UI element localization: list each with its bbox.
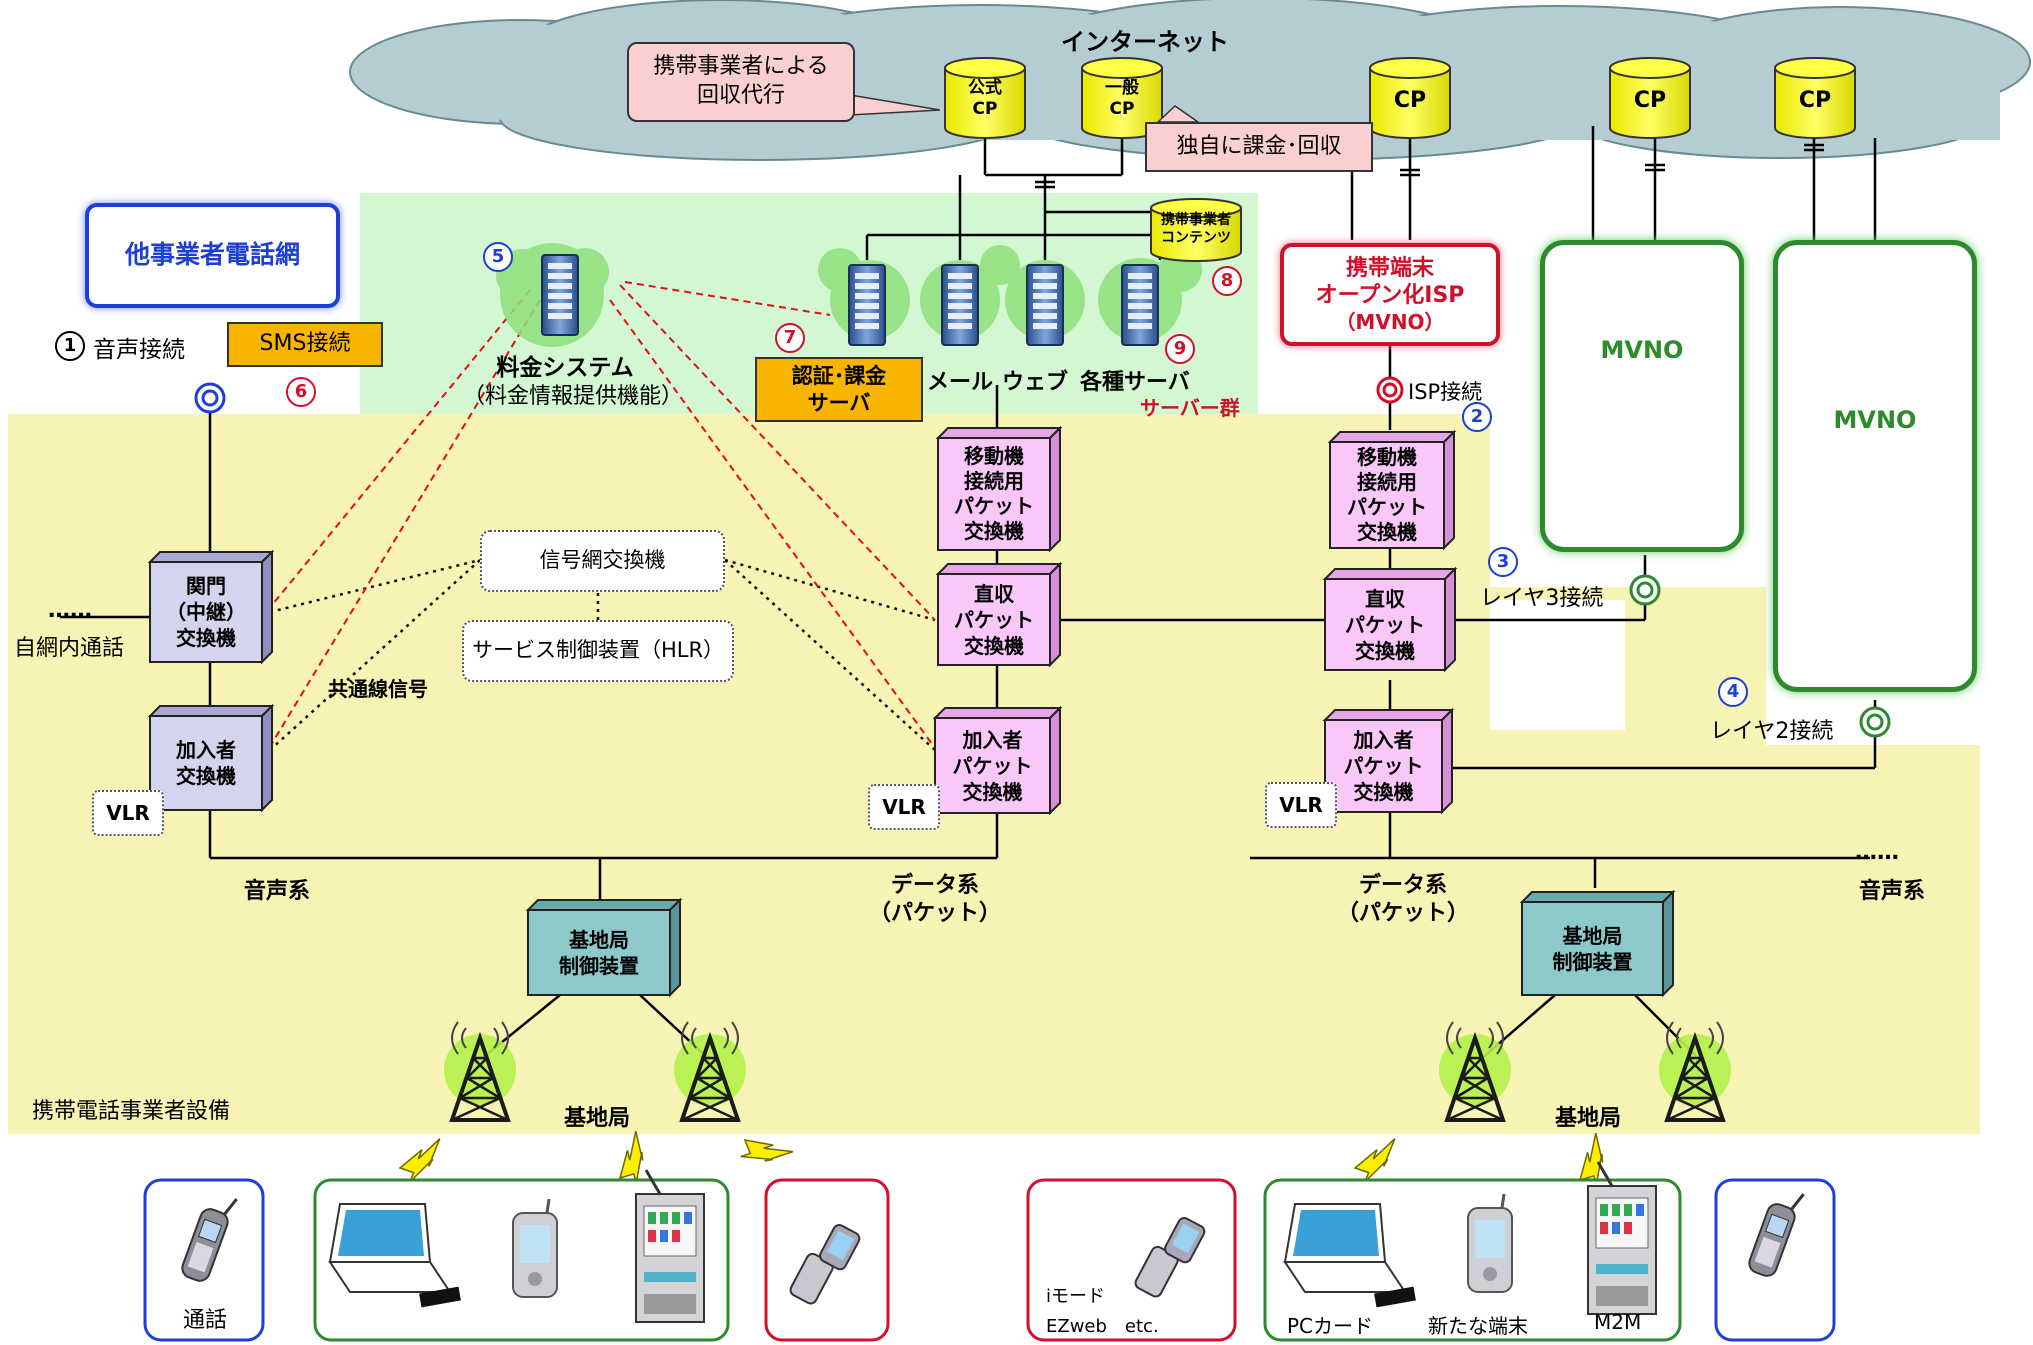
voice-connection-label: 音声接続 xyxy=(93,337,185,363)
direct-packet-switch-label: 直収 パケット 交換機 xyxy=(1345,586,1425,663)
connection-ports xyxy=(194,376,1891,738)
device-frames xyxy=(143,1178,1836,1342)
gateway-switch-box xyxy=(149,561,263,663)
mobile-packet-switch-label: 移動機 接続用 パケット 交換機 xyxy=(954,444,1034,543)
right-dots: …… xyxy=(1855,840,1899,865)
marker-6: 6 xyxy=(286,377,316,407)
radio-signal-icon xyxy=(1349,1137,1405,1185)
marker-8: 8 xyxy=(1212,266,1242,296)
switch-boxes xyxy=(147,425,1676,998)
web-server-rack-icon xyxy=(1026,264,1064,346)
marker-1: 1 xyxy=(55,331,85,361)
marker-3: 3 xyxy=(1488,547,1518,577)
new-terminal-label: 新たな端末 xyxy=(1428,1314,1528,1338)
vlr-box: VLR xyxy=(1265,782,1337,828)
radio-signal-icon xyxy=(394,1137,450,1185)
pda-icon xyxy=(1466,1192,1514,1294)
cp-label: CP xyxy=(1633,88,1667,113)
marker-4: 4 xyxy=(1718,677,1748,707)
general-cp-label: 一般 CP xyxy=(1105,78,1139,120)
billing-system-label: 料金システム xyxy=(496,355,634,381)
server-uplinks xyxy=(865,126,1877,260)
ezweb-label: EZweb etc. xyxy=(1046,1316,1159,1337)
imode-label: iモード xyxy=(1046,1286,1106,1307)
cp-label: CP xyxy=(1393,88,1427,113)
data-system-label: データ系 （パケット） xyxy=(1336,873,1470,926)
web-label: ウェブ xyxy=(1002,370,1069,395)
subscriber-switch-box xyxy=(149,715,263,811)
official-cp-label: 公式 CP xyxy=(968,78,1002,120)
gateway-switch-label: 関門 （中継） 交換機 xyxy=(166,574,246,650)
billing-info-label: （料金情報提供機能） xyxy=(462,384,684,409)
server-group-label: サーバー群 xyxy=(1140,396,1240,420)
common-channel-signal-label: 共通線信号 xyxy=(328,677,428,701)
mvno-box: MVNO xyxy=(1540,240,1744,552)
bs-controller-label: 基地局 制御装置 xyxy=(559,927,639,978)
layer2-connection-label: レイヤ2接続 xyxy=(1710,719,1834,744)
vlr-box: VLR xyxy=(868,784,940,830)
left-dots: …… xyxy=(48,598,92,623)
subscriber-switch-label: 加入者 交換機 xyxy=(176,738,236,788)
collection-callout: 携帯事業者による 回収代行 xyxy=(627,42,855,122)
mail-server-rack-icon xyxy=(941,264,979,346)
bs-controller-label: 基地局 制御装置 xyxy=(1552,923,1633,974)
facility-notch xyxy=(1490,600,1625,730)
cp-label: CP xyxy=(1798,88,1832,113)
data-system-label: データ系 （パケット） xyxy=(868,873,1002,926)
sms-connection-box: SMS接続 xyxy=(227,322,383,367)
signal-network-switch-box: 信号網交換機 xyxy=(480,530,725,592)
carrier-content-label: 携帯事業者 コンテンツ xyxy=(1161,212,1231,246)
pc-card-label: PCカード xyxy=(1287,1314,1374,1338)
other-carrier-network-box: 他事業者電話網 xyxy=(85,203,340,308)
billing-system-rack-icon xyxy=(541,254,579,336)
voice-system-label: 音声系 xyxy=(1858,879,1926,904)
auth-server-rack-icon xyxy=(848,264,886,346)
carrier-facility-label: 携帯電話事業者設備 xyxy=(32,1099,231,1124)
marker-7: 7 xyxy=(775,323,805,353)
internet-title: インターネット xyxy=(1061,28,1229,56)
layer3-connection-label: レイヤ3接続 xyxy=(1480,586,1604,611)
subscriber-packet-switch-label: 加入者 パケット 交換機 xyxy=(1343,728,1424,804)
auth-billing-server-box: 認証･課金 サーバ xyxy=(755,357,923,422)
hlr-box: サービス制御装置（HLR） xyxy=(462,620,734,682)
m2m-label: M2M xyxy=(1594,1310,1642,1334)
voice-system-label: 音声系 xyxy=(243,879,311,904)
marker-2: 2 xyxy=(1462,402,1492,432)
isp-connection-label: ISP接続 xyxy=(1408,380,1483,404)
marker-9: 9 xyxy=(1165,334,1195,364)
isp-label: 携帯端末 オープン化ISP xyxy=(1315,255,1465,309)
mvno-box: MVNO xyxy=(1773,240,1977,692)
carrier-content-cylinder-icon xyxy=(1150,198,1242,262)
pda-icon xyxy=(511,1197,559,1299)
call-label: 通話 xyxy=(182,1308,228,1333)
mobile-packet-switch-label: 移動機 接続用 パケット 交換機 xyxy=(1347,445,1427,544)
base-station-label: 基地局 xyxy=(563,1106,631,1131)
marker-5: 5 xyxy=(483,242,513,272)
own-billing-callout: 独自に課金･回収 xyxy=(1145,122,1373,172)
billing-links xyxy=(267,281,941,756)
vlr-box: VLR xyxy=(92,790,164,836)
direct-packet-switch-label: 直収 パケット 交換機 xyxy=(954,581,1034,658)
subscriber-packet-switch-label: 加入者 パケット 交換機 xyxy=(952,727,1033,804)
base-station-label: 基地局 xyxy=(1554,1106,1622,1131)
in-network-call-label: 自網内通話 xyxy=(14,636,125,661)
mail-label: メール xyxy=(927,370,994,395)
isp-box: 携帯端末 オープン化ISP （MVNO） xyxy=(1280,243,1500,346)
misc-server-rack-icon xyxy=(1121,264,1159,346)
misc-server-label: 各種サーバ xyxy=(1080,370,1190,395)
isp-sub-label: （MVNO） xyxy=(1335,309,1445,334)
